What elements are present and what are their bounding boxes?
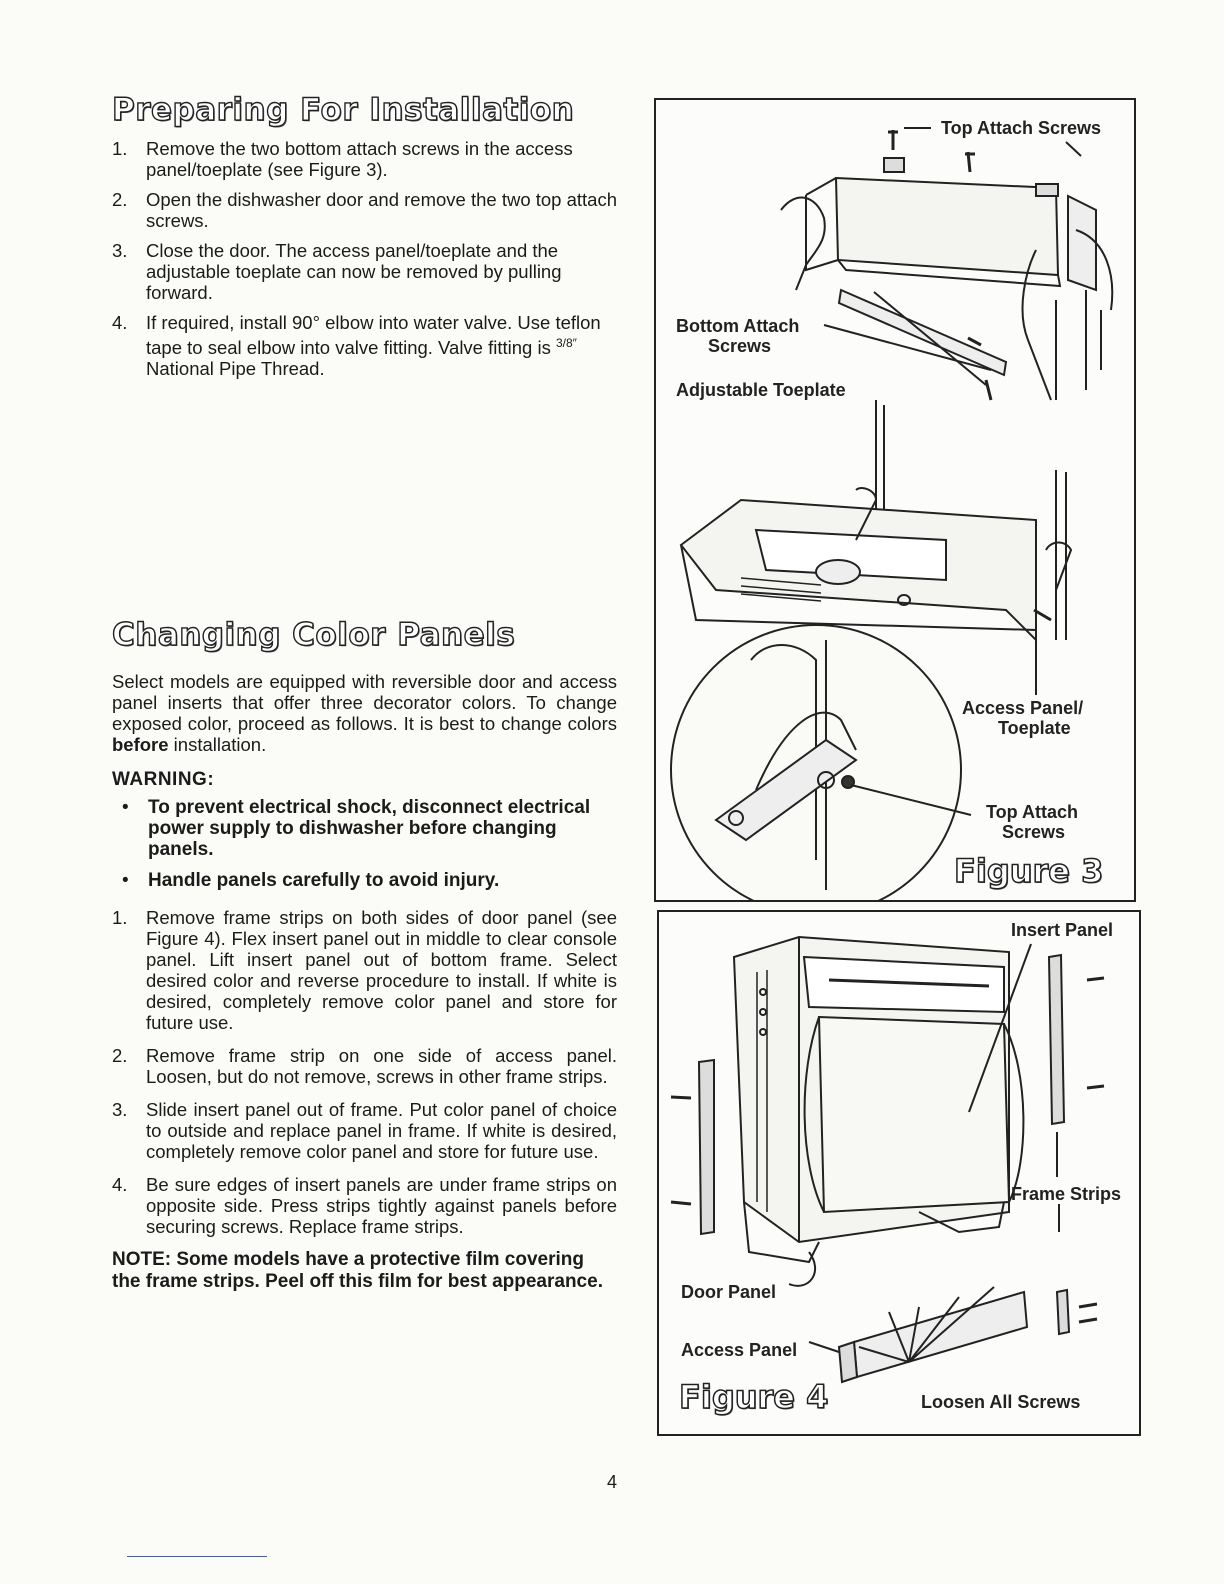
label-access-panel: Access Panel/ (962, 698, 1084, 718)
label-access-panel: Access Panel (681, 1340, 798, 1360)
warning-item: •To prevent electrical shock, disconnect… (122, 797, 591, 861)
figure-4-caption: Figure 4 (678, 1377, 829, 1417)
list-item: 1.Remove the two bottom attach screws in… (112, 138, 573, 180)
figure-4-illustration (670, 935, 1105, 1384)
label-adjustable-toeplate: Adjustable Toeplate (676, 380, 846, 400)
list-item: 3.Close the door. The access panel/toepl… (112, 240, 562, 303)
figure-3-caption: Figure 3 (953, 851, 1104, 891)
bullet-icon: • (122, 870, 129, 892)
page-number: 4 (606, 1472, 617, 1492)
label-top-attach-screws-lower: Screws (1002, 822, 1066, 842)
figure-4: Insert Panel Frame Strips Door Panel Acc… (657, 910, 1141, 1436)
figure-3-illustration (670, 127, 1114, 900)
label-frame-strips: Frame Strips (1011, 1184, 1122, 1204)
left-column: Preparing For Installation 1.Remove the … (111, 91, 617, 1293)
label-top-attach-screws: Top Attach Screws (941, 118, 1102, 138)
figure-3: Top Attach Screws Bottom Attach Screws A… (654, 98, 1136, 902)
list-item: 3.Slide insert panel out of frame. Put c… (112, 1099, 617, 1163)
intro-paragraph: Select models are equipped with reversib… (112, 671, 617, 756)
bottom-rule (127, 1556, 267, 1557)
warning-item: •Handle panels carefully to avoid injury… (122, 870, 500, 892)
section-title-preparing: Preparing For Installation (111, 91, 575, 128)
list-item: 2.Remove frame strip on one side of acce… (112, 1045, 617, 1088)
installation-steps: 1.Remove the two bottom attach screws in… (112, 138, 617, 379)
list-item: 4.If required, install 90° elbow into wa… (112, 312, 601, 380)
warning-title: WARNING: (112, 769, 215, 791)
label-bottom-attach-screws: Screws (708, 336, 772, 356)
list-item: 2.Open the dishwasher door and remove th… (112, 189, 618, 231)
label-loosen-all-screws: Loosen All Screws (921, 1392, 1081, 1412)
label-bottom-attach: Bottom Attach (676, 316, 800, 336)
warning-list: •To prevent electrical shock, disconnect… (112, 797, 617, 891)
bullet-icon: • (122, 797, 129, 819)
label-insert-panel: Insert Panel (1011, 920, 1114, 940)
list-item: 4.Be sure edges of insert panels are und… (112, 1174, 617, 1238)
section-title-color-panels: Changing Color Panels (111, 616, 516, 654)
list-item: 1.Remove frame strips on both sides of d… (112, 907, 617, 1034)
label-access-toeplate: Toeplate (998, 718, 1071, 738)
color-panel-steps: 1.Remove frame strips on both sides of d… (112, 907, 617, 1237)
fraction: 3/8″ (555, 336, 577, 350)
label-top-attach: Top Attach (986, 802, 1078, 822)
note-text: NOTE: Some models have a protective film… (112, 1249, 603, 1293)
label-door-panel: Door Panel (681, 1282, 777, 1302)
